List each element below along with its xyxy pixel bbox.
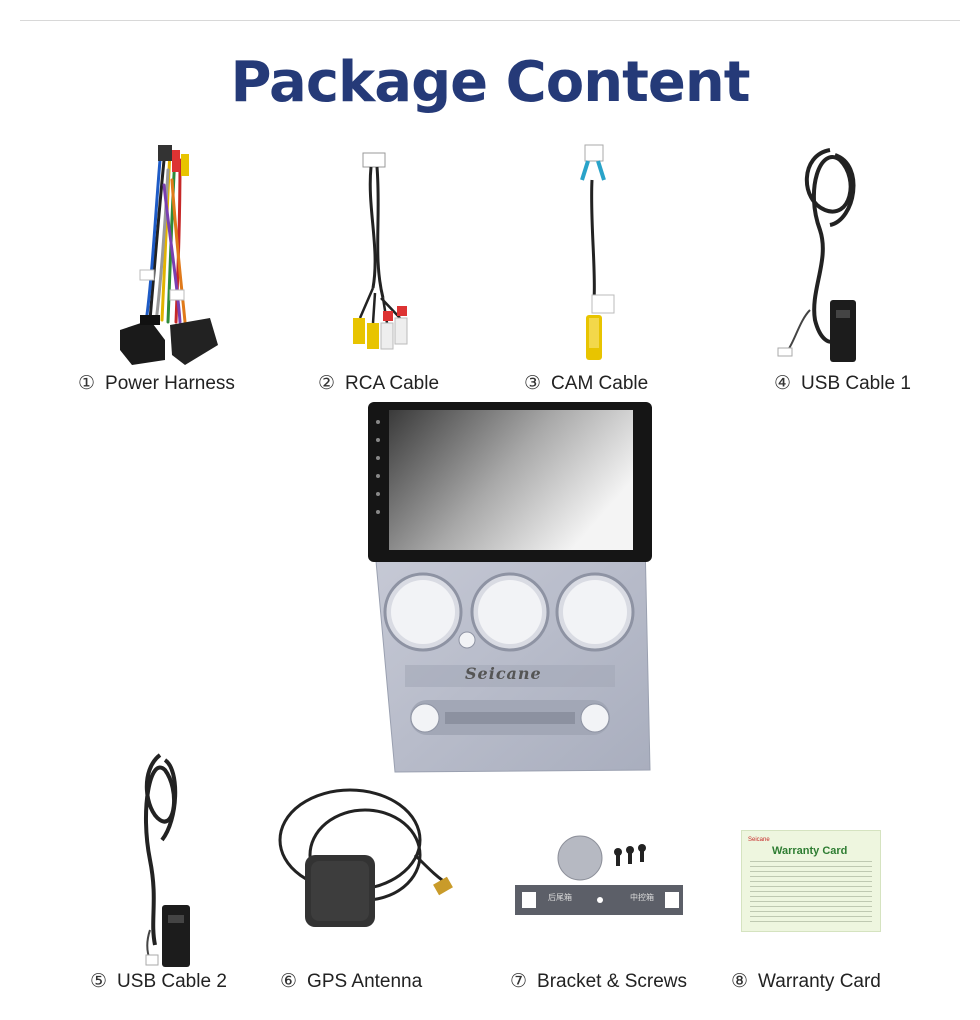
warranty-card-brand: Seicane xyxy=(748,837,770,843)
gps-antenna-image xyxy=(278,788,453,927)
brand-logo: Seicane xyxy=(465,664,542,683)
bracket-label-left: 后尾箱 xyxy=(548,893,572,902)
page-title: Package Content xyxy=(230,50,751,115)
warranty-card-image: Seicane Warranty Card xyxy=(741,830,881,932)
bracket-screws-image xyxy=(515,835,683,915)
head-unit-image xyxy=(368,402,652,773)
rca-cable-image xyxy=(353,152,408,350)
bracket-label-right: 中控箱 xyxy=(630,893,654,902)
power-harness-image xyxy=(120,145,218,365)
warranty-card-body xyxy=(750,861,872,923)
top-divider xyxy=(20,20,960,21)
usb-cable-1-image xyxy=(777,148,856,362)
usb-cable-2-image xyxy=(144,753,190,967)
cam-cable-image xyxy=(580,144,615,360)
warranty-card-title: Warranty Card xyxy=(772,845,848,857)
